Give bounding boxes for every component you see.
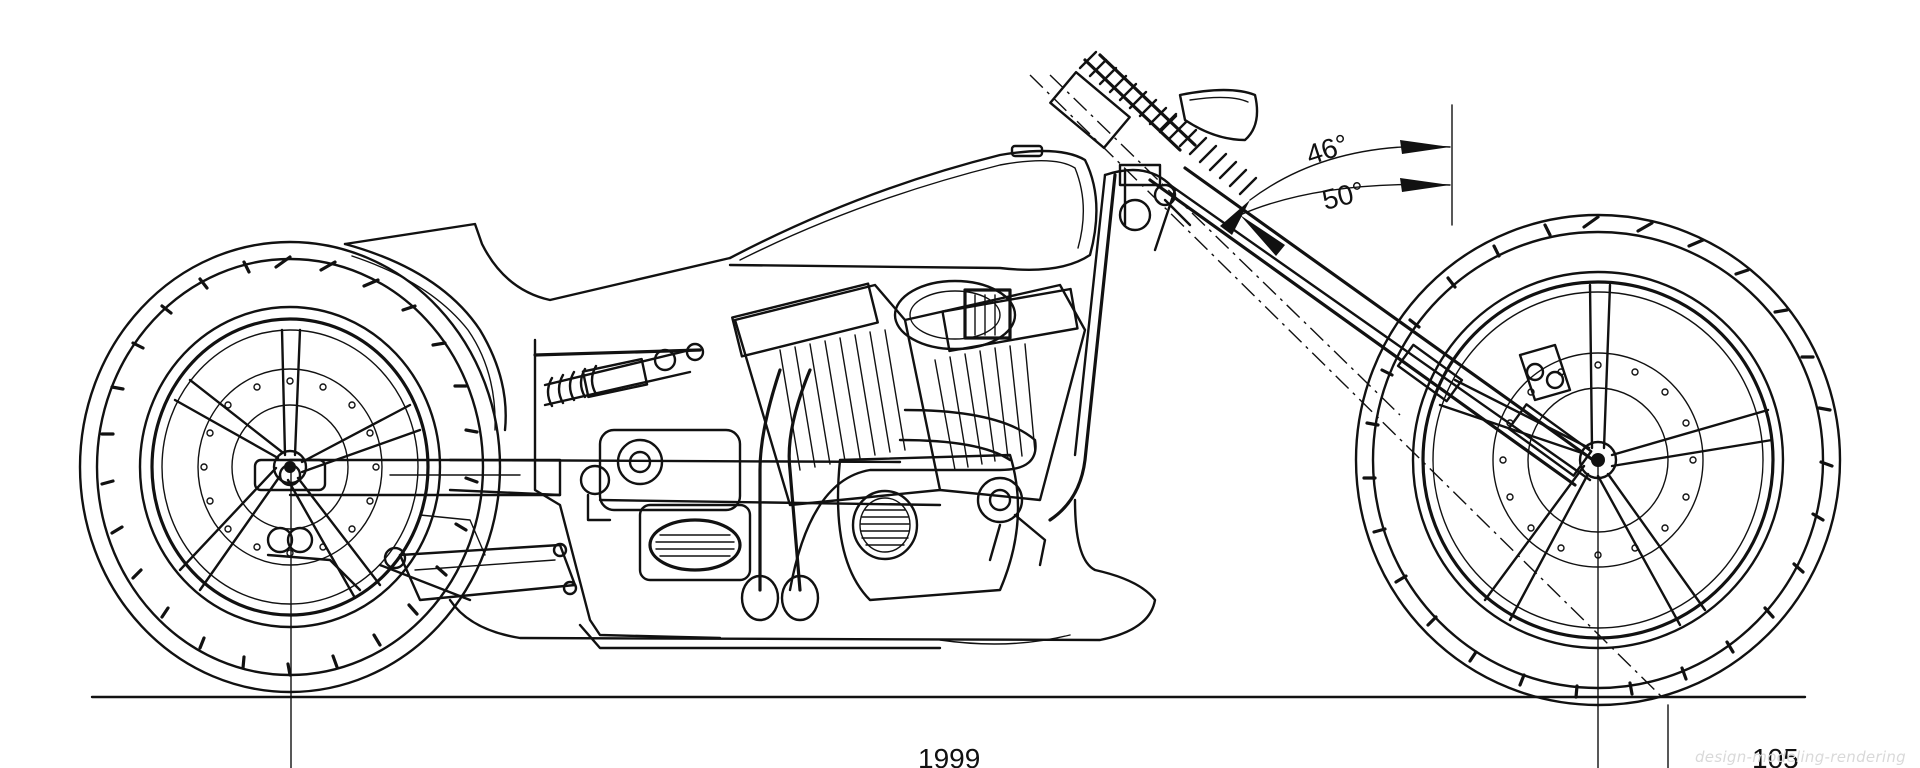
exhaust-pipes xyxy=(740,368,1037,622)
belly-pan xyxy=(448,498,1157,650)
front-tire-tread xyxy=(1362,215,1834,699)
steering-axis-line xyxy=(1029,74,1666,701)
frame xyxy=(288,173,1117,640)
angle-label-50: 50° xyxy=(1319,175,1368,215)
rear-disc-holes xyxy=(200,377,380,557)
carburetor xyxy=(976,476,1047,567)
cam-cover-vent xyxy=(851,489,919,561)
starter-assembly xyxy=(579,428,742,522)
rake-angle-dimensions: 46° 50° xyxy=(1220,104,1453,256)
front-neck xyxy=(1103,168,1177,252)
angle-label-46: 46° xyxy=(1302,128,1352,171)
rear-fender xyxy=(343,222,732,432)
rear-wheel xyxy=(78,240,502,694)
wheelbase-dimension-label: 1999 xyxy=(918,743,980,768)
fork-axis-line xyxy=(1049,74,1401,416)
handlebar-assembly xyxy=(1049,50,1259,232)
foot-controls xyxy=(378,514,578,602)
rear-shock xyxy=(543,342,705,408)
front-spokes xyxy=(1438,283,1774,627)
derby-cover xyxy=(638,503,752,582)
watermark: design-modeling-rendering xyxy=(1694,748,1906,766)
rear-spokes xyxy=(173,328,422,600)
trail-dimension-label: 105 xyxy=(1752,743,1799,768)
air-cleaner xyxy=(893,279,1017,351)
rear-hub xyxy=(253,458,362,592)
fuel-tank xyxy=(728,144,1098,271)
engine-v-twin xyxy=(579,279,1087,622)
